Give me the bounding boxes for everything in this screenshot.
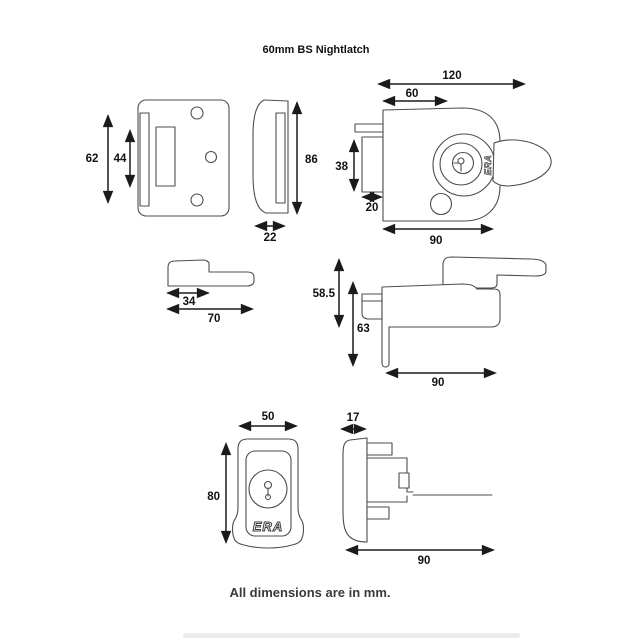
dim-label-80: 80: [207, 491, 220, 503]
page-title: 60mm BS Nightlatch: [263, 44, 370, 56]
forend-plate: [361, 136, 384, 193]
dim-label-90-case: 90: [430, 235, 443, 247]
dim-label-63: 63: [357, 323, 370, 335]
snib-button: [429, 192, 453, 216]
dim-label-86: 86: [305, 154, 318, 166]
brand-logo-front-view: ERA: [253, 519, 283, 534]
keep-front-view: 62 44: [86, 99, 230, 217]
keep-screw-hole-top: [190, 106, 204, 120]
keep-flange: [139, 112, 150, 207]
cylinder-side-lug-bottom: [366, 506, 390, 520]
lock-side-view: 58.5 63 90: [313, 256, 547, 389]
keep-screw-hole-mid: [204, 150, 218, 164]
keep-side-strip: [275, 112, 286, 204]
dim-label-17: 17: [347, 412, 360, 424]
cylinder-side-lug-top: [366, 442, 393, 456]
thumbturn-handle: [492, 139, 552, 187]
latch-bolt: [354, 123, 384, 133]
keyhole-icon: [453, 157, 465, 172]
dim-label-120: 120: [442, 70, 461, 82]
cylinder-rose: [248, 469, 288, 509]
keep-side-outline: [252, 99, 289, 214]
keyhole-front-icon: [263, 480, 273, 501]
keep-side-view: 86 22: [252, 99, 318, 244]
keep-latch-opening: [155, 126, 176, 187]
brand-logo-top-view: ERA: [483, 155, 493, 176]
dim-label-34: 34: [183, 296, 196, 308]
dim-label-62: 62: [86, 153, 99, 165]
lock-top-view: 120 60 ERA 38 20 90: [335, 70, 552, 247]
dim-label-58-5: 58.5: [313, 288, 336, 300]
side-latch-bump: [361, 293, 383, 320]
cropped-edge-artifact: [183, 633, 520, 638]
dimensions-note: All dimensions are in mm.: [229, 585, 390, 600]
dim-label-90-side: 90: [432, 377, 445, 389]
cylinder-pull-inner: [245, 450, 292, 537]
cylinder-side-view: 17 90: [340, 412, 495, 567]
cylinder-front-view: ERA 50 80: [207, 411, 305, 549]
cylinder-side-plate: [342, 437, 368, 543]
dim-label-22: 22: [264, 232, 277, 244]
dim-label-20: 20: [366, 202, 379, 214]
dim-label-50: 50: [262, 411, 275, 423]
side-handle-outline: [442, 256, 547, 289]
side-case-outline: [381, 283, 501, 368]
dim-label-60: 60: [406, 88, 419, 100]
cylinder-cam: [398, 472, 410, 489]
cylinder-side-body: [366, 457, 414, 503]
dim-label-44: 44: [114, 153, 127, 165]
keep-screw-hole-bottom: [190, 193, 204, 207]
dim-label-70: 70: [208, 313, 221, 325]
dim-label-38: 38: [335, 161, 348, 173]
handle-profile-view: 34 70: [166, 259, 255, 325]
dim-label-90-cyl: 90: [418, 555, 431, 567]
keep-plate-outline: [137, 99, 230, 217]
handle-profile-outline: [167, 259, 255, 287]
